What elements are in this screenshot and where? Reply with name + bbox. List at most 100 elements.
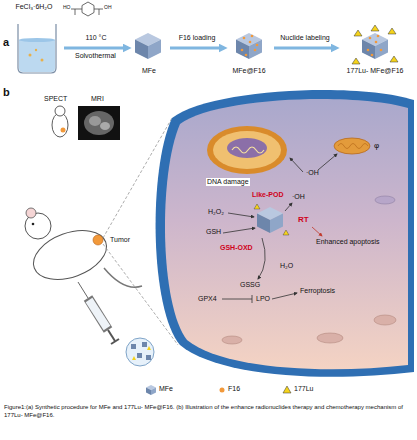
art-part <box>236 40 249 60</box>
art-part <box>104 268 142 287</box>
art-part <box>32 223 35 226</box>
legend-label: MFe <box>159 385 173 393</box>
figure-label: Like-POD <box>252 191 284 199</box>
mitochondrion <box>334 138 370 154</box>
art-part <box>241 35 259 57</box>
art-part <box>223 228 255 233</box>
figure-label: SPECT <box>44 95 67 103</box>
figure-label: LPO <box>256 295 270 303</box>
art-part <box>220 388 225 393</box>
art-part <box>52 113 68 137</box>
particle-circle <box>126 338 154 366</box>
figure-label: Tumor <box>110 236 130 244</box>
node-label: MFe <box>142 67 156 75</box>
art-part <box>245 54 248 57</box>
art-part <box>312 227 322 236</box>
art-part <box>84 111 114 135</box>
art-part <box>232 147 264 153</box>
figure-label: Ferroptosis <box>300 287 335 295</box>
figure-label: HO <box>63 4 71 10</box>
art-part <box>251 35 254 38</box>
art-part <box>243 37 246 40</box>
node-label: MFe@F16 <box>232 67 265 75</box>
art-part <box>388 28 396 34</box>
art-part <box>156 90 414 377</box>
linker-structure <box>71 2 103 16</box>
figure-label: a <box>3 36 9 49</box>
figure-label: GSH <box>206 228 221 236</box>
art-part <box>369 37 372 40</box>
art-part <box>26 208 36 218</box>
art-part <box>375 41 378 44</box>
figure-label: DNA damage <box>206 178 250 186</box>
figure-label: b <box>3 86 10 99</box>
art-part <box>254 49 257 52</box>
figure-label: Enhanced apoptosis <box>316 238 379 246</box>
art-part <box>334 138 370 154</box>
figure-label: GSSG <box>240 281 260 289</box>
legend-label: F16 <box>228 385 240 393</box>
step-node: MFe <box>130 28 168 76</box>
art-part <box>88 298 108 330</box>
art-part <box>338 144 368 149</box>
art-part <box>151 388 156 396</box>
art-part <box>283 230 289 235</box>
art-part <box>375 40 388 60</box>
art-part <box>71 9 82 10</box>
art-part <box>75 9 76 15</box>
cell <box>156 90 414 377</box>
art-part <box>78 106 120 140</box>
art-part <box>227 138 267 158</box>
art-part <box>35 49 37 51</box>
center-cube <box>254 204 289 235</box>
step-node: MFe@F16 <box>226 28 272 76</box>
art-part <box>135 40 148 60</box>
art-part <box>352 58 360 64</box>
art-part <box>374 315 396 325</box>
mouse <box>25 208 142 289</box>
art-part <box>78 282 88 298</box>
spect-image <box>52 106 68 137</box>
art-part <box>290 158 303 172</box>
art-part <box>367 49 370 52</box>
art-part <box>99 9 100 15</box>
figure-label: ·OH <box>292 193 305 201</box>
art-part <box>362 40 375 60</box>
art-part <box>272 293 297 299</box>
art-part <box>352 25 398 64</box>
art-part <box>241 49 244 52</box>
reaction-arrows <box>222 154 337 303</box>
art-part <box>375 196 395 204</box>
mri-image <box>78 106 120 140</box>
art-part <box>249 40 262 60</box>
art-part <box>146 355 151 360</box>
beaker <box>18 24 56 73</box>
process-arrow <box>64 47 128 50</box>
figure-label: RT <box>298 215 309 225</box>
step-node: FeCl₃·6H₂O <box>6 2 62 74</box>
art-part <box>93 235 103 245</box>
step-node: 177Lu- MFe@F16 <box>338 28 412 76</box>
art-part <box>254 204 260 209</box>
art-part <box>270 214 283 234</box>
art-part <box>41 59 44 62</box>
art-part <box>222 336 242 344</box>
art-part <box>377 35 380 38</box>
art-part <box>371 25 379 31</box>
art-part <box>249 41 252 44</box>
process-arrow <box>274 47 336 50</box>
art-part <box>137 353 142 358</box>
art-part <box>380 49 383 52</box>
art-part <box>390 56 398 62</box>
edge-label: Nuclide labeling <box>279 34 330 42</box>
nucleus <box>207 126 287 174</box>
figure-caption: Figure1:(a) Synthetic procedure for MFe … <box>4 404 412 420</box>
art-part <box>147 346 151 350</box>
art-part <box>89 300 107 328</box>
art-part <box>228 213 254 217</box>
art-part <box>254 204 289 235</box>
figure-label: H₂O₂ <box>208 208 224 216</box>
art-part <box>285 203 292 211</box>
art-part <box>256 44 259 47</box>
